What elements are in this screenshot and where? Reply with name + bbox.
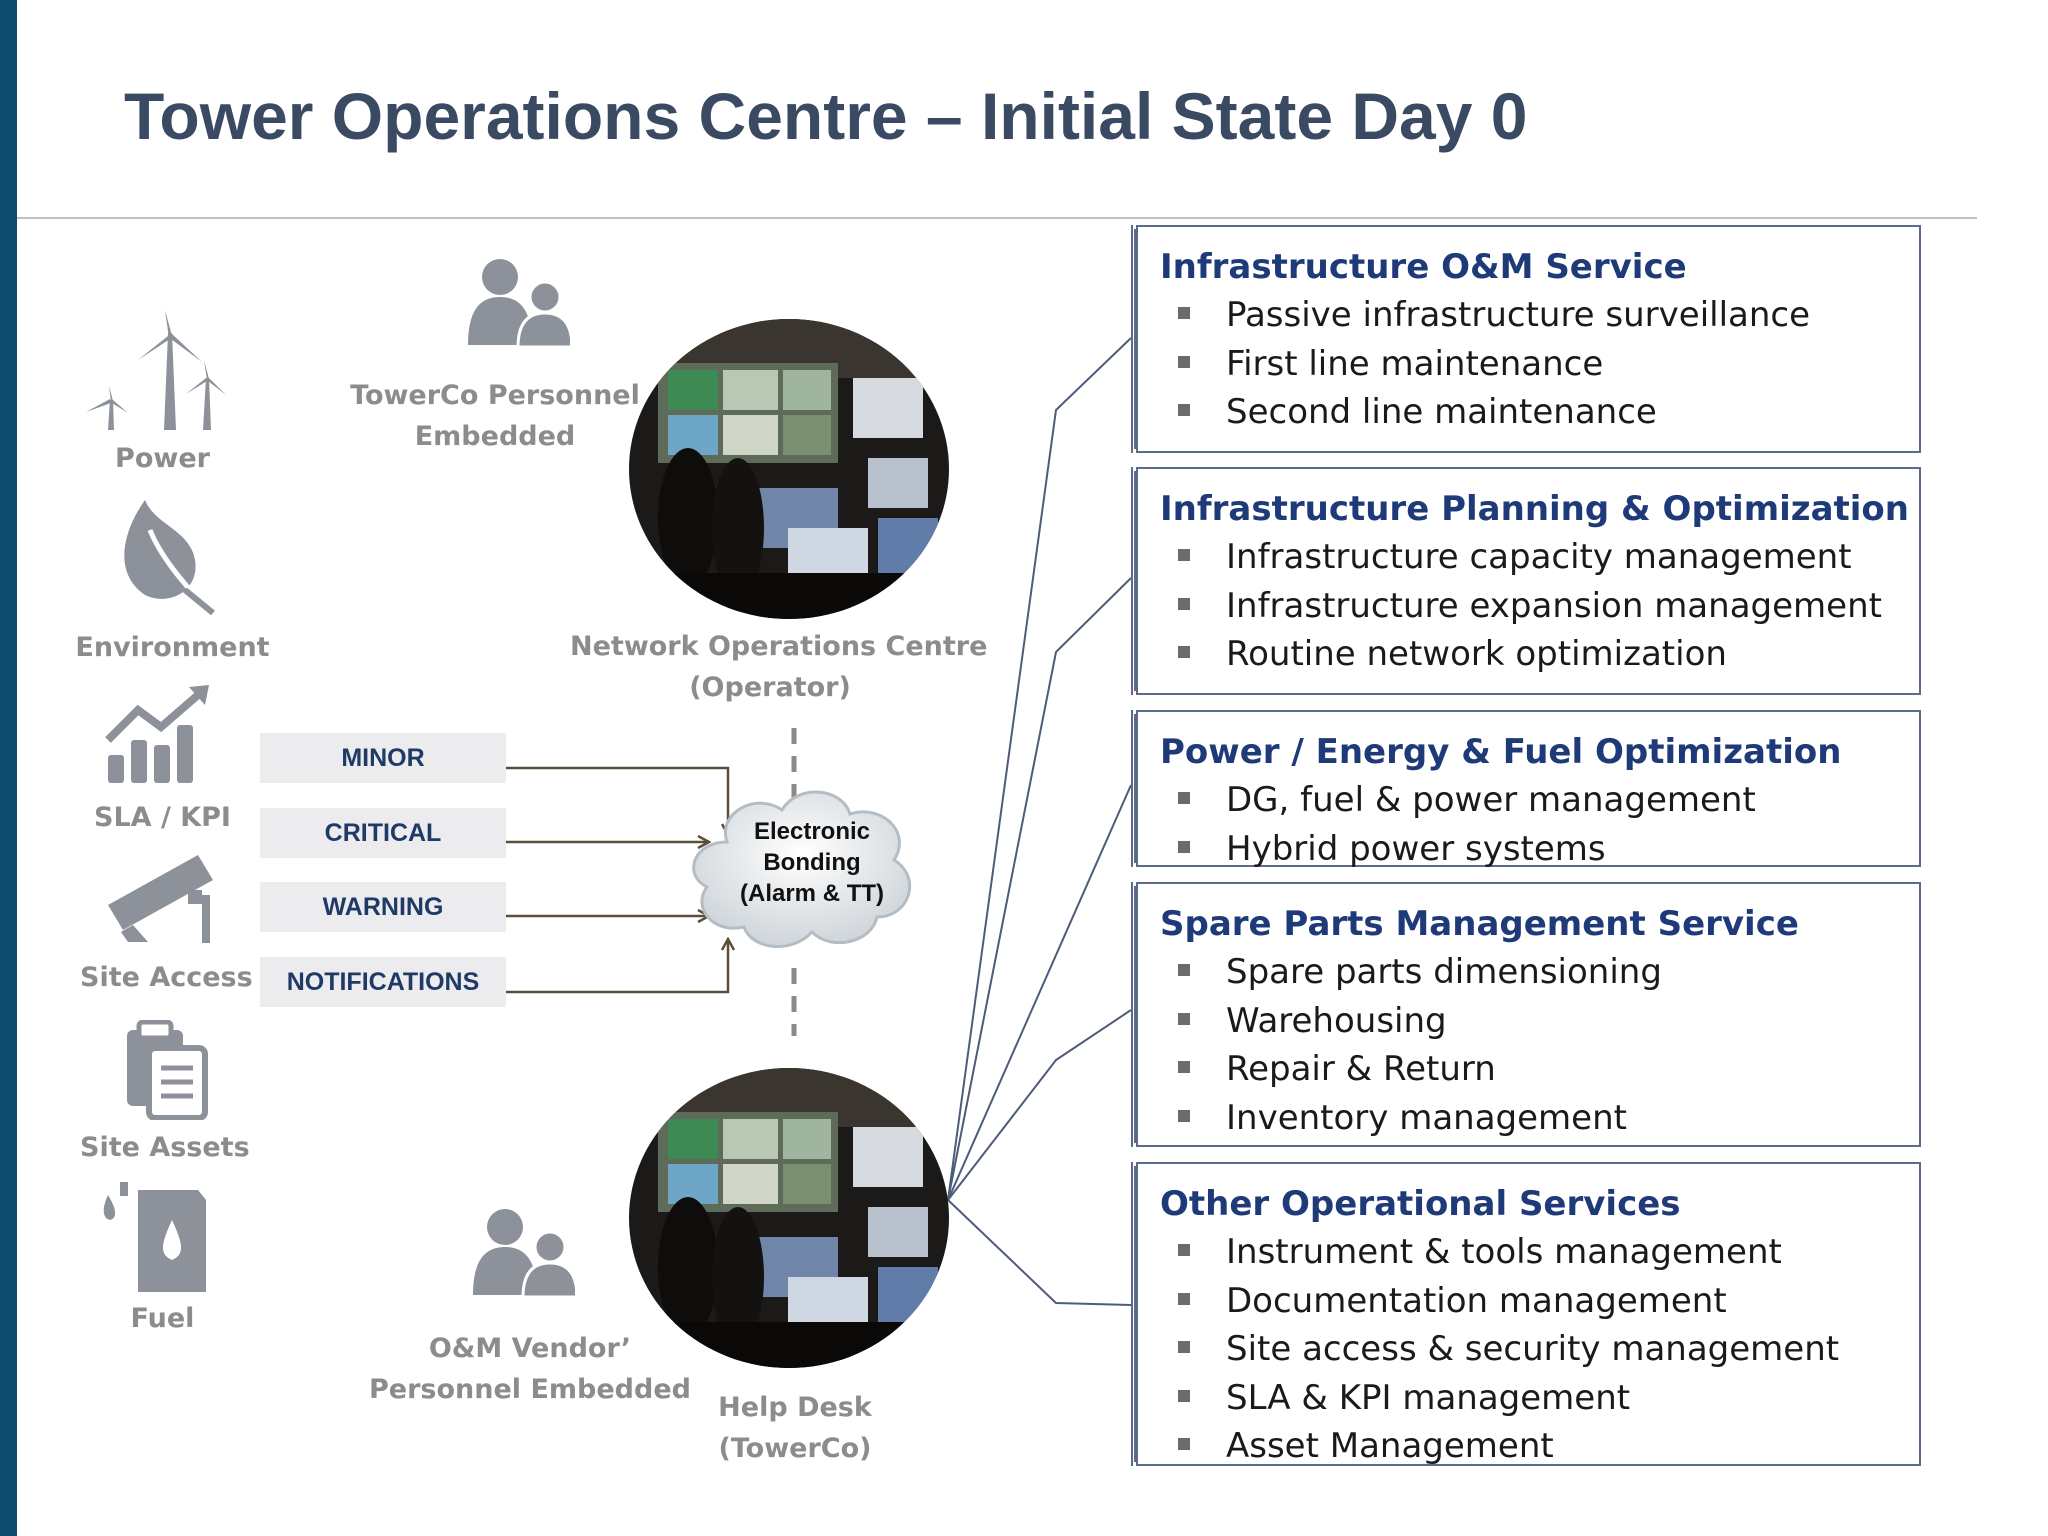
service-heading: Infrastructure O&M Service (1160, 247, 1687, 287)
service-box-planning: Infrastructure Planning & Optimization I… (1136, 467, 1921, 695)
list-item: Infrastructure expansion management (1178, 582, 1919, 631)
list-item: Site access & security management (1178, 1325, 1919, 1374)
list-item: Routine network optimization (1178, 630, 1919, 679)
cloud-icon (682, 782, 922, 957)
accent-bar (0, 0, 17, 1536)
arrow-notifications (506, 940, 728, 994)
list-item: Instrument & tools management (1178, 1228, 1919, 1277)
noc-control-room-photo (628, 318, 950, 620)
icon-label-site-assets: Site Assets (80, 1132, 250, 1163)
helpdesk-control-room-photo (628, 1067, 950, 1369)
alarm-minor: MINOR (260, 733, 506, 783)
list-item: Passive infrastructure surveillance (1178, 291, 1919, 340)
service-heading: Power / Energy & Fuel Optimization (1160, 732, 1842, 772)
list-item: Asset Management (1178, 1422, 1919, 1471)
service-box-other: Other Operational Services Instrument & … (1136, 1162, 1921, 1466)
list-item: Infrastructure capacity management (1178, 533, 1919, 582)
icon-label-environment: Environment (75, 632, 270, 663)
towerco-personnel-label: TowerCo Personnel Embedded (350, 380, 640, 452)
icon-label-sla-kpi: SLA / KPI (94, 802, 231, 833)
list-item: Inventory management (1178, 1094, 1919, 1143)
service-box-spares: Spare Parts Management Service Spare par… (1136, 882, 1921, 1147)
vendor-personnel-label: O&M Vendor’ Personnel Embedded (369, 1333, 691, 1405)
title-divider (17, 217, 1977, 219)
cloud-label: Electronic Bonding (Alarm & TT) (740, 818, 884, 907)
icon-label-site-access: Site Access (80, 962, 253, 993)
security-camera-icon (103, 850, 223, 945)
icon-label-power: Power (115, 443, 210, 474)
leaf-icon (115, 495, 215, 616)
list-item: Hybrid power systems (1178, 825, 1919, 874)
service-heading: Other Operational Services (1160, 1184, 1681, 1224)
people-icon (465, 1205, 579, 1300)
alarm-critical: CRITICAL (260, 808, 506, 858)
arrow-minor (506, 766, 728, 834)
service-box-om: Infrastructure O&M Service Passive infra… (1136, 225, 1921, 453)
list-item: Repair & Return (1178, 1045, 1919, 1094)
alarm-warning: WARNING (260, 882, 506, 932)
clipboard-documents-icon (123, 1019, 213, 1121)
service-box-power: Power / Energy & Fuel Optimization DG, f… (1136, 710, 1921, 869)
list-item: Spare parts dimensioning (1178, 948, 1919, 997)
alarm-notifications: NOTIFICATIONS (260, 957, 506, 1007)
list-item: SLA & KPI management (1178, 1374, 1919, 1423)
list-item: Documentation management (1178, 1277, 1919, 1326)
noc-label: Network Operations Centre (Operator) (570, 631, 988, 703)
icon-label-fuel: Fuel (130, 1303, 195, 1334)
service-heading: Infrastructure Planning & Optimization (1160, 489, 1909, 529)
service-heading: Spare Parts Management Service (1160, 904, 1799, 944)
list-item: First line maintenance (1178, 340, 1919, 389)
list-item: Second line maintenance (1178, 388, 1919, 437)
helpdesk-label: Help Desk (TowerCo) (718, 1392, 872, 1464)
list-item: Warehousing (1178, 997, 1919, 1046)
page-title: Tower Operations Centre – Initial State … (124, 79, 1528, 153)
fuel-can-icon (98, 1180, 213, 1295)
wind-turbine-icon (80, 308, 230, 438)
people-icon (460, 255, 574, 350)
bar-chart-trend-icon (103, 685, 213, 785)
list-item: DG, fuel & power management (1178, 776, 1919, 825)
